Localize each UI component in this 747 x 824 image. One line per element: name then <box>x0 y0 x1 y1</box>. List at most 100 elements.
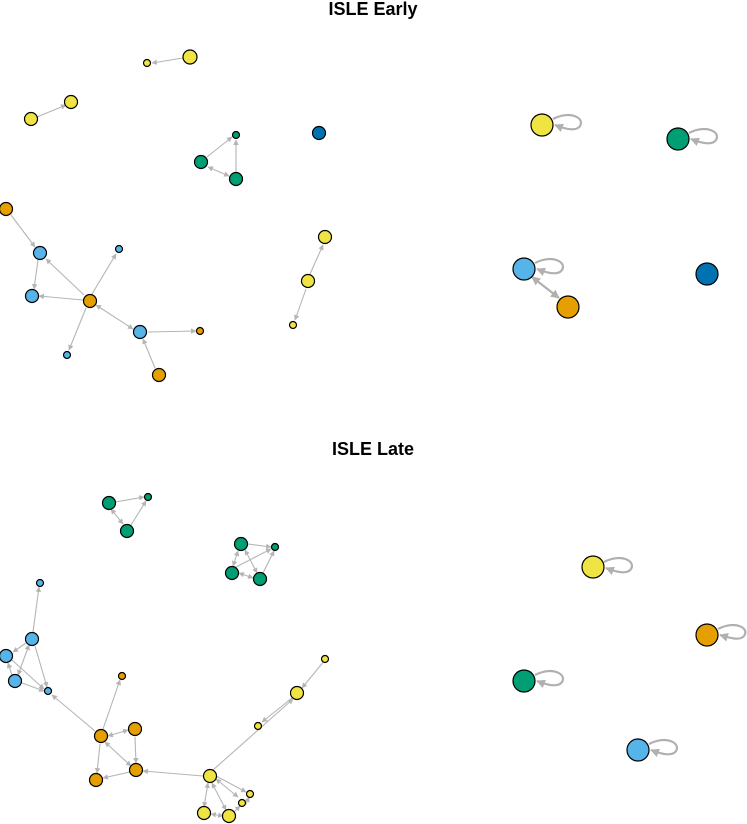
node <box>88 772 104 788</box>
edge <box>104 741 132 767</box>
edge <box>151 57 184 65</box>
title-early: ISLE Early <box>328 0 417 19</box>
self-loop-edge <box>534 258 565 277</box>
edge <box>34 645 49 688</box>
edge <box>130 500 147 526</box>
node <box>695 623 719 647</box>
early-edges <box>10 57 719 369</box>
node <box>0 648 14 664</box>
edge <box>247 543 272 550</box>
edge <box>6 662 13 676</box>
node <box>228 171 244 187</box>
node <box>101 495 117 511</box>
node <box>288 320 298 330</box>
edge <box>309 244 324 275</box>
node <box>530 113 554 137</box>
edge <box>262 550 275 574</box>
self-loop-edge <box>534 670 565 689</box>
edge <box>51 694 96 732</box>
self-loop-edge <box>603 557 634 576</box>
edge <box>202 782 210 808</box>
node <box>253 721 263 731</box>
self-loop-edge <box>648 739 679 758</box>
node <box>24 631 40 647</box>
node <box>300 273 316 289</box>
node <box>221 808 237 824</box>
node <box>143 492 153 502</box>
node <box>62 350 72 360</box>
edge <box>215 778 239 798</box>
edge <box>301 659 326 689</box>
node <box>556 295 580 319</box>
edge <box>10 214 36 248</box>
node <box>311 125 327 141</box>
node <box>224 565 240 581</box>
node <box>270 542 280 552</box>
self-loop-edge <box>688 128 719 147</box>
node <box>512 669 536 693</box>
node <box>128 762 144 778</box>
node <box>119 523 135 539</box>
edge <box>31 259 39 290</box>
node <box>7 673 23 689</box>
edge <box>261 697 293 723</box>
edge <box>11 659 45 690</box>
self-loop-edge <box>552 114 583 133</box>
node <box>63 94 79 110</box>
edge <box>114 495 145 503</box>
edge <box>110 508 124 525</box>
edge <box>36 104 67 118</box>
edge <box>102 771 131 780</box>
node <box>0 201 14 217</box>
edge <box>17 644 30 676</box>
edge <box>215 775 247 793</box>
node <box>114 244 124 254</box>
node <box>193 154 209 170</box>
node <box>512 257 536 281</box>
node <box>182 49 198 65</box>
edge <box>91 253 117 295</box>
edge <box>211 782 227 811</box>
edge <box>38 293 84 301</box>
edge <box>45 258 85 296</box>
node <box>581 555 605 579</box>
edge <box>206 136 233 158</box>
node <box>202 768 218 784</box>
node <box>43 686 53 696</box>
edge <box>212 698 294 771</box>
node <box>151 367 167 383</box>
edge <box>142 338 156 369</box>
node <box>320 654 330 664</box>
edge <box>107 728 129 738</box>
edge <box>142 768 204 777</box>
node <box>289 685 305 701</box>
edge <box>102 679 121 730</box>
edge <box>294 288 307 321</box>
edge <box>244 796 250 805</box>
early-nodes <box>0 49 719 383</box>
edge <box>147 328 197 334</box>
node <box>626 738 650 762</box>
node <box>233 536 249 552</box>
node <box>695 262 719 286</box>
edge <box>12 642 27 653</box>
late-edges <box>6 495 747 818</box>
node <box>237 798 247 808</box>
node <box>231 130 241 140</box>
node <box>24 288 40 304</box>
edge <box>21 682 45 692</box>
edge <box>133 736 139 764</box>
edge <box>531 276 560 299</box>
node <box>195 326 205 336</box>
node <box>245 789 255 799</box>
node <box>142 58 152 68</box>
edge <box>231 550 240 567</box>
title-late: ISLE Late <box>332 439 414 459</box>
edge <box>68 307 87 351</box>
edge <box>238 572 254 579</box>
edge <box>32 586 42 633</box>
late-nodes <box>0 492 719 824</box>
edge <box>94 743 101 774</box>
edge <box>244 549 258 574</box>
